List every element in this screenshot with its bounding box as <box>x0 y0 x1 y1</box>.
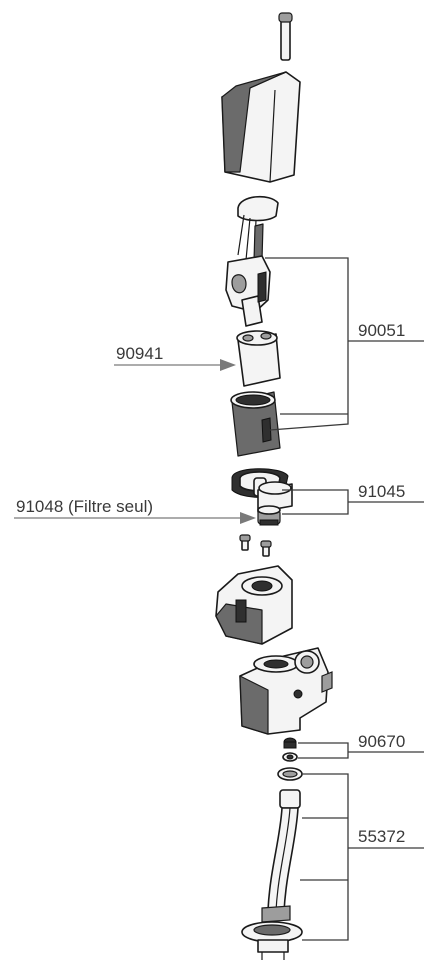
mounting-bracket-part <box>215 565 293 645</box>
cover-cap-part <box>221 71 301 183</box>
battery-part <box>236 330 281 387</box>
screw-part <box>278 12 293 61</box>
leader-91048 <box>14 512 256 524</box>
washers-part <box>277 737 303 781</box>
electronics-module-part <box>225 195 279 327</box>
leader-90670 <box>298 742 424 759</box>
callout-90051: 90051 <box>358 321 405 340</box>
leader-90941 <box>114 359 236 371</box>
leader-55372 <box>300 773 424 941</box>
small-screws-part <box>239 534 272 557</box>
leader-90051 <box>265 257 424 431</box>
callout-91045: 91045 <box>358 482 405 501</box>
callout-90941: 90941 <box>116 344 163 363</box>
leader-91045 <box>282 489 424 515</box>
valve-head-part <box>231 468 293 513</box>
valve-body-part <box>239 647 333 735</box>
callout-55372: 55372 <box>358 827 405 846</box>
filter-cup-part <box>230 391 281 457</box>
filter-part <box>257 505 281 526</box>
callout-91048: 91048 (Filtre seul) <box>16 497 153 516</box>
callout-90670: 90670 <box>358 732 405 751</box>
hose-part <box>241 789 303 960</box>
